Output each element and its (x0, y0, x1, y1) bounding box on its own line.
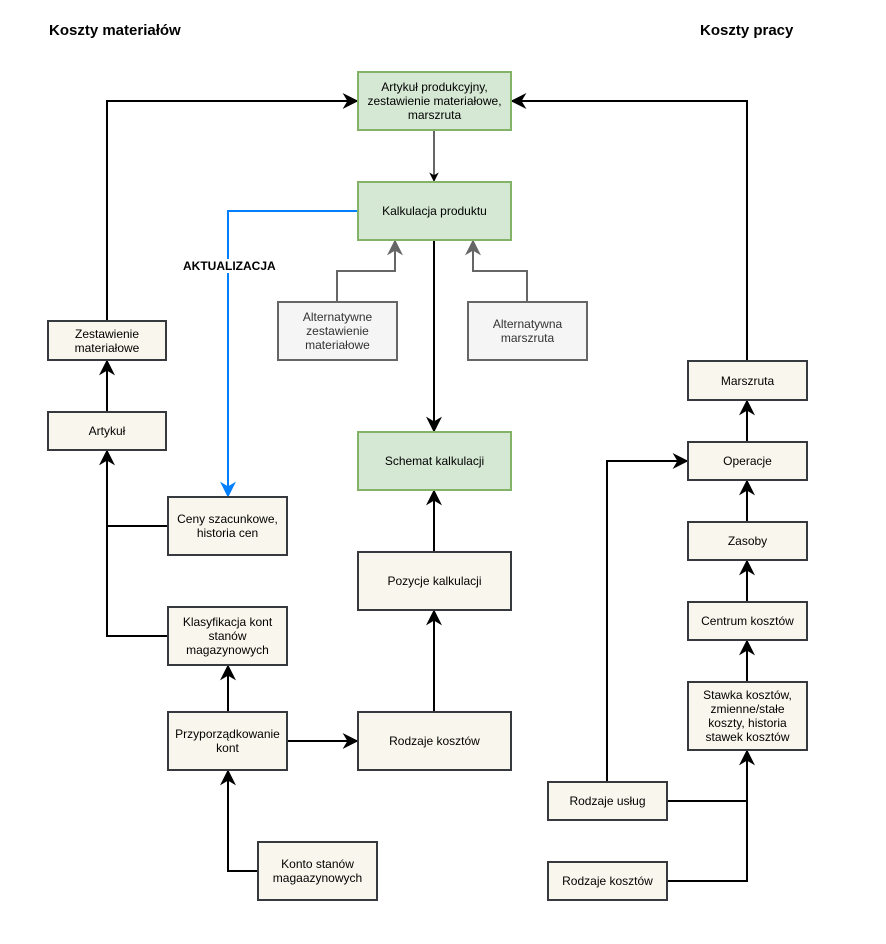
header-left: Koszty materiałów (49, 22, 181, 39)
node-pozycje-kalkulacji[interactable]: Pozycje kalkulacji (357, 551, 512, 611)
node-klasyfikacja-kont[interactable]: Klasyfikacja kont stanów magazynowych (167, 606, 288, 666)
edge-konto-to-przyporzadkowanie (228, 771, 257, 871)
node-artykul-produkcyjny[interactable]: Artykuł produkcyjny, zestawienie materia… (357, 71, 512, 131)
label-aktualizacja: AKTUALIZACJA (182, 259, 277, 273)
node-artykul[interactable]: Artykuł (47, 411, 167, 451)
node-schemat-kalkulacji[interactable]: Schemat kalkulacji (357, 431, 512, 491)
header-right: Koszty pracy (700, 22, 793, 39)
node-alternatywne-zestawienie[interactable]: Alternatywne zestawienie materiałowe (277, 301, 398, 361)
node-kalkulacja-produktu[interactable]: Kalkulacja produktu (357, 181, 512, 241)
edge-alt-marszruta-to-kalkulacja (473, 241, 527, 301)
node-alternatywna-marszruta[interactable]: Alternatywna marszruta (467, 301, 588, 361)
node-rodzaje-kosztow-right[interactable]: Rodzaje kosztów (547, 861, 668, 901)
node-rodzaje-kosztow-mid[interactable]: Rodzaje kosztów (357, 711, 512, 771)
node-marszruta[interactable]: Marszruta (687, 360, 808, 401)
node-zestawienie-materialowe[interactable]: Zestawienie materiałowe (47, 320, 167, 361)
node-stawka-kosztow[interactable]: Stawka kosztów, zmienne/stałe koszty, hi… (687, 681, 808, 751)
node-zasoby[interactable]: Zasoby (687, 521, 808, 561)
node-operacje[interactable]: Operacje (687, 441, 808, 481)
node-konto-stanow[interactable]: Konto stanów magaazynowych (257, 841, 378, 901)
node-przyporzadkowanie-kont[interactable]: Przyporządkowanie kont (167, 711, 288, 771)
edge-rodzaje-kosztow-right-to-stawka (667, 751, 747, 881)
edge-alt-zestawienie-to-kalkulacja (337, 241, 395, 301)
edge-klasyfikacja-to-artykul (107, 451, 167, 636)
edge-rodzaje-uslug-to-operacje (607, 461, 687, 781)
node-rodzaje-uslug[interactable]: Rodzaje usług (547, 781, 668, 821)
node-centrum-kosztow[interactable]: Centrum kosztów (687, 601, 808, 641)
node-ceny-szacunkowe[interactable]: Ceny szacunkowe, historia cen (167, 496, 288, 556)
